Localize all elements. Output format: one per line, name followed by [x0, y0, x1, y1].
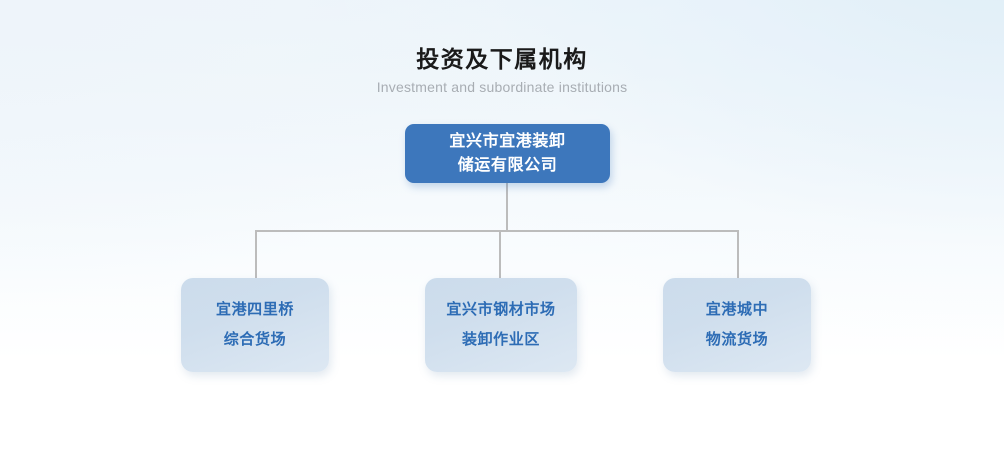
org-node-child-2[interactable]: 宜兴市钢材市场 装卸作业区	[425, 278, 577, 372]
org-node-child-1[interactable]: 宜港四里桥 综合货场	[181, 278, 329, 372]
org-node-child-1-line-2: 综合货场	[223, 331, 287, 348]
org-node-root[interactable]: 宜兴市宜港装卸 储运有限公司	[405, 124, 610, 183]
connector-drop-child-1	[255, 230, 257, 278]
org-node-child-3[interactable]: 宜港城中 物流货场	[663, 278, 811, 372]
org-node-child-3-line-2: 物流货场	[705, 331, 769, 348]
connector-root-stem	[506, 183, 508, 232]
org-node-child-2-line-1: 宜兴市钢材市场	[446, 301, 556, 318]
page-header: 投资及下属机构 Investment and subordinate insti…	[0, 44, 1004, 96]
page-title: 投资及下属机构	[416, 46, 588, 72]
connector-drop-child-3	[737, 230, 739, 278]
org-node-child-2-line-2: 装卸作业区	[461, 331, 540, 348]
org-node-root-line-2: 储运有限公司	[457, 156, 558, 174]
connector-horizontal-bus	[255, 230, 739, 232]
org-node-root-line-1: 宜兴市宜港装卸	[449, 132, 566, 150]
org-node-child-3-line-1: 宜港城中	[705, 301, 769, 318]
connector-drop-child-2	[499, 230, 501, 278]
org-node-child-1-line-1: 宜港四里桥	[215, 301, 294, 318]
page-subtitle: Investment and subordinate institutions	[376, 79, 628, 95]
